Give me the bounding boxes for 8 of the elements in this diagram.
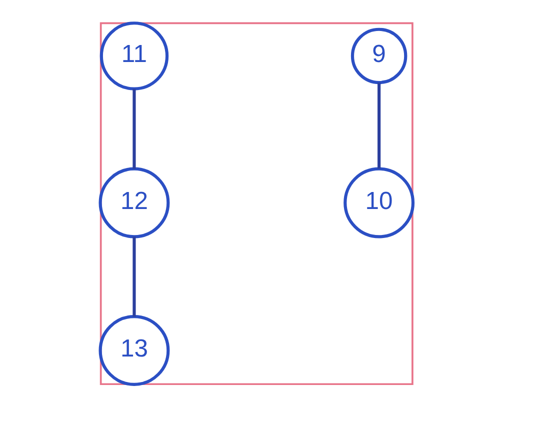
node-circle: 11 — [99, 22, 168, 90]
connector — [377, 82, 380, 169]
connector — [132, 88, 136, 169]
node-circle: 10 — [343, 167, 414, 238]
node-circle: 13 — [98, 315, 170, 386]
node-circle: 9 — [350, 28, 407, 84]
node-circle: 12 — [98, 167, 170, 238]
connector — [132, 236, 136, 317]
